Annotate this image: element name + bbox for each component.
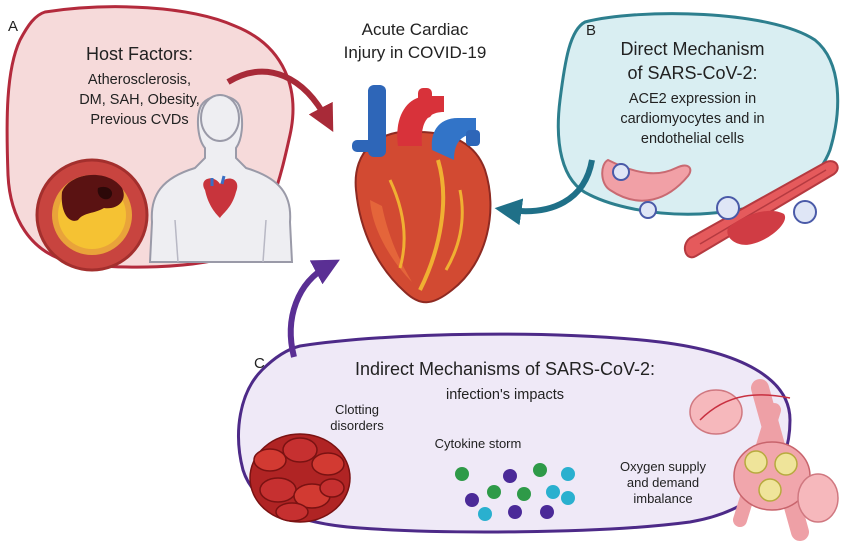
oxygen-label-line: and demand xyxy=(626,475,700,490)
clotting-label-line: Clotting xyxy=(334,402,380,417)
cytokine-dot xyxy=(546,485,560,499)
panel-b-body-line: ACE2 expression in xyxy=(628,91,757,107)
cytokine-dot xyxy=(561,467,575,481)
panel-a-heading: Host Factors: xyxy=(85,44,194,64)
cytokine-dot xyxy=(487,485,501,499)
cytokine-particles xyxy=(455,463,575,521)
cytokine-dot xyxy=(455,467,469,481)
oxygen-label-line: imbalance xyxy=(633,491,693,506)
panel-b-heading: Direct Mechanism of SARS-CoV-2: xyxy=(595,37,790,85)
cytokine-dot xyxy=(533,463,547,477)
panel-b-heading-line: Direct Mechanism xyxy=(620,39,765,59)
panel-b-body-line: endothelial cells xyxy=(640,131,745,147)
arrow-b-to-heart xyxy=(494,159,595,226)
oxygen-label: Oxygen supply and demand imbalance xyxy=(608,459,718,507)
panel-a-list-item: Atherosclerosis, xyxy=(87,72,192,88)
center-title: Acute Cardiac Injury in COVID-19 xyxy=(305,18,525,64)
panel-b-heading-line: of SARS-CoV-2: xyxy=(627,63,758,83)
panel-a-list: Atherosclerosis, DM, SAH, Obesity, Previ… xyxy=(52,70,227,130)
blood-clot-icon xyxy=(249,433,351,523)
human-body-icon xyxy=(148,94,294,263)
alveoli-icon xyxy=(689,379,839,541)
panel-a-letter: A xyxy=(8,18,19,35)
panel-c-heading: Indirect Mechanisms of SARS-CoV-2: xyxy=(354,359,656,379)
cytokine-dot xyxy=(540,505,554,519)
clotting-label: Clotting disorders xyxy=(312,402,402,434)
cytokine-dot xyxy=(465,493,479,507)
cytokine-dot xyxy=(478,507,492,521)
panel-a-list-item: Previous CVDs xyxy=(90,112,189,128)
cytokine-dot xyxy=(508,505,522,519)
panel-c-letter: C xyxy=(254,355,265,372)
artery-cross-section-icon xyxy=(35,158,149,272)
oxygen-label-line: Oxygen supply xyxy=(620,459,706,474)
heart-icon xyxy=(352,85,492,304)
center-title-line: Acute Cardiac xyxy=(361,20,469,39)
panel-c-subheading: infection's impacts xyxy=(445,387,564,403)
panel-b-body-line: cardiomyocytes and in xyxy=(620,111,765,127)
cytokine-dot xyxy=(517,487,531,501)
cytokine-dot xyxy=(503,469,517,483)
arrow-a-to-heart xyxy=(226,68,334,132)
panel-b-letter: B xyxy=(586,22,597,39)
panel-c-blob xyxy=(237,332,792,534)
cytokine-label: Cytokine storm xyxy=(434,436,522,451)
cytokine-dot xyxy=(561,491,575,505)
center-title-line: Injury in COVID-19 xyxy=(343,43,487,62)
panel-b-body: ACE2 expression in cardiomyocytes and in… xyxy=(595,89,790,149)
clotting-label-line: disorders xyxy=(330,418,384,433)
panel-a-list-item: DM, SAH, Obesity, xyxy=(79,92,200,108)
virus-particle-icon xyxy=(612,163,817,224)
arrow-c-to-heart xyxy=(287,259,340,358)
